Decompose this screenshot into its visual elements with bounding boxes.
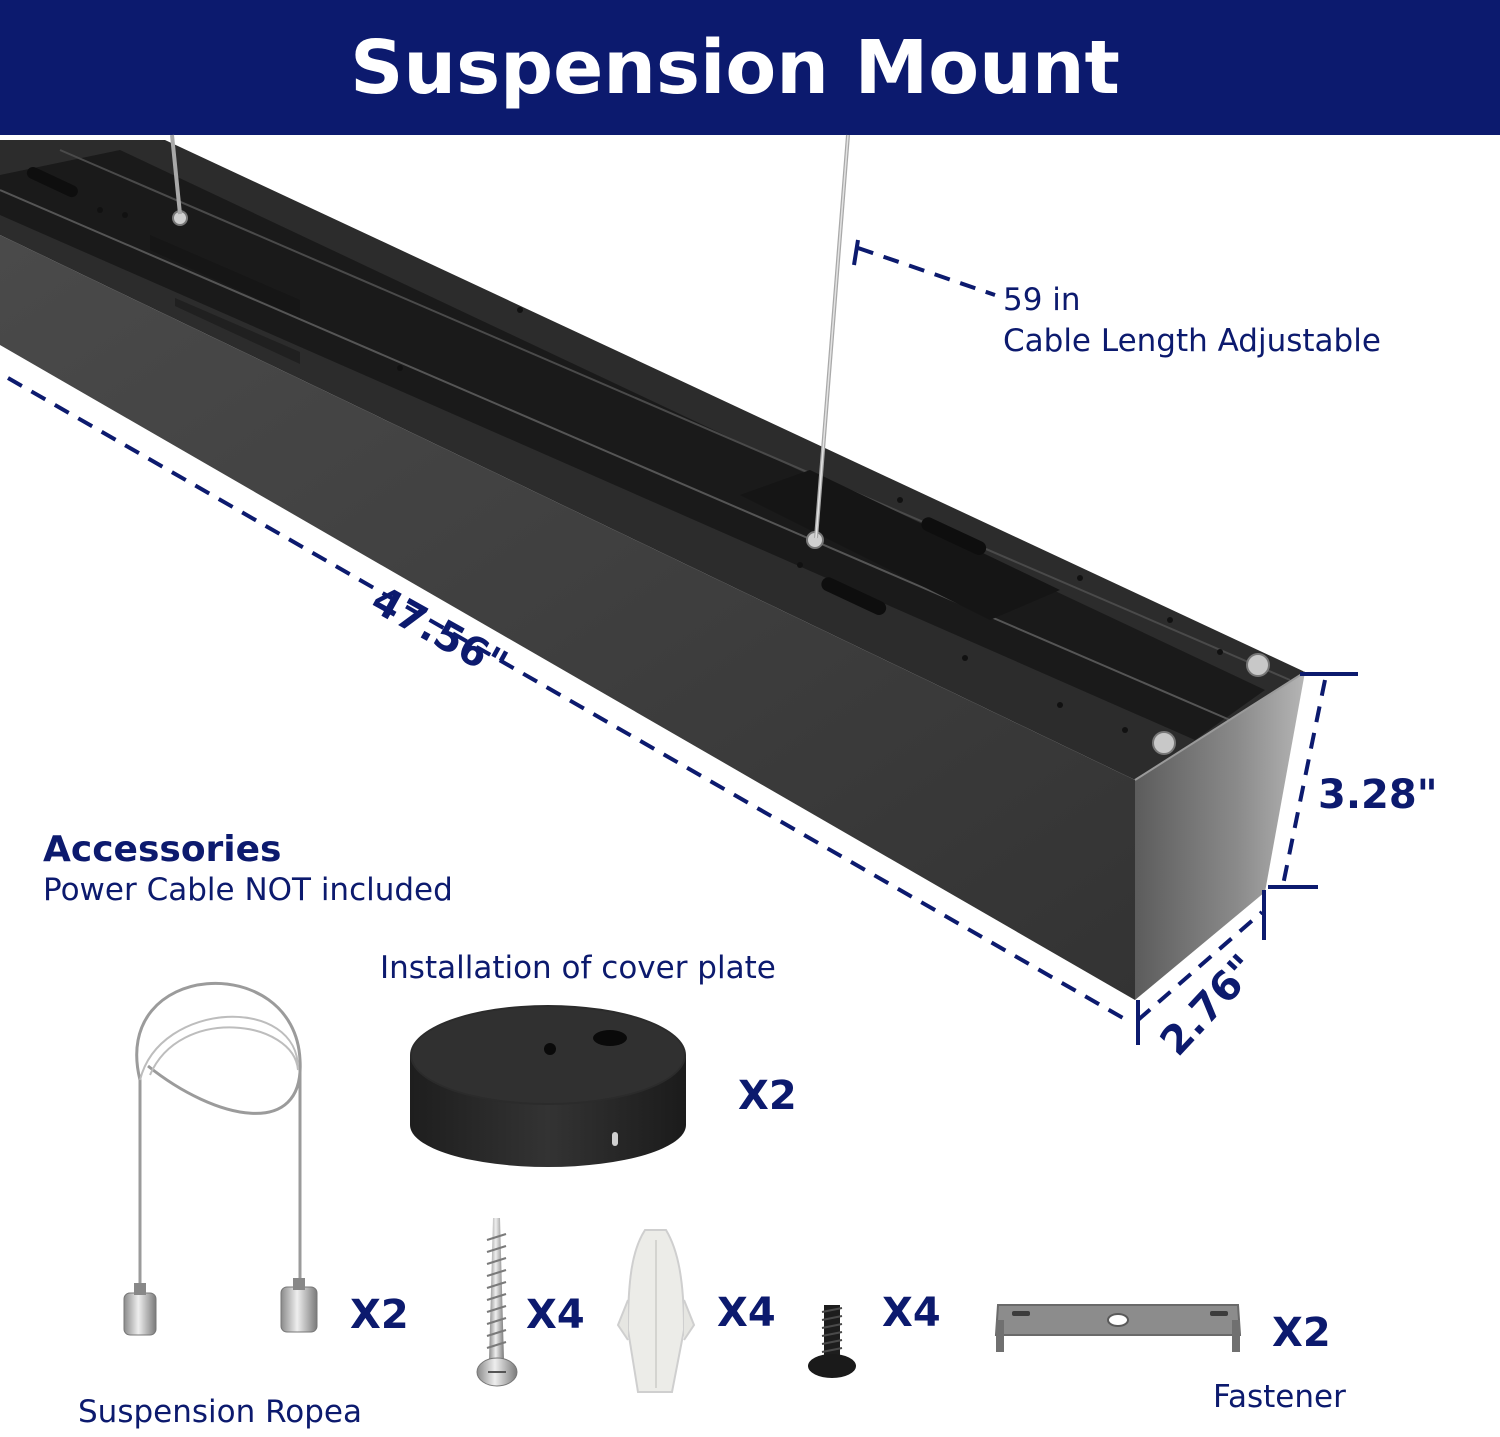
cable-length-label: 59 in	[1003, 282, 1081, 318]
accessories-title: Accessories	[43, 829, 282, 870]
header-banner: Suspension Mount	[0, 0, 1500, 135]
cable-adjustable-label: Cable Length Adjustable	[1003, 323, 1381, 359]
cover-plate-quantity: X2	[738, 1073, 797, 1119]
machine-bolt-image	[808, 1305, 856, 1378]
suspension-rope-image	[123, 981, 318, 1336]
page-title: Suspension Mount	[350, 24, 1120, 111]
suspension-rope-quantity: X2	[350, 1292, 409, 1338]
dimension-lines	[7, 246, 1327, 1024]
wood-screw-image	[476, 1218, 518, 1387]
accessories-note: Power Cable NOT included	[43, 872, 453, 908]
linear-light-fixture	[0, 134, 1306, 1000]
plastic-anchor-image	[616, 1229, 696, 1393]
fastener-bracket-image	[994, 1304, 1242, 1352]
fastener-label: Fastener	[1213, 1379, 1346, 1415]
fastener-quantity: X2	[1272, 1310, 1331, 1356]
bolt-quantity: X4	[882, 1290, 941, 1336]
screw-head-icon	[172, 210, 1270, 755]
cover-plate-image	[410, 1005, 686, 1167]
anchor-quantity: X4	[717, 1290, 776, 1336]
height-dimension-label: 3.28"	[1318, 772, 1438, 818]
cover-plate-label: Installation of cover plate	[380, 950, 776, 986]
suspension-rope-label: Suspension Ropea	[78, 1394, 362, 1430]
screw-quantity: X4	[526, 1292, 585, 1338]
